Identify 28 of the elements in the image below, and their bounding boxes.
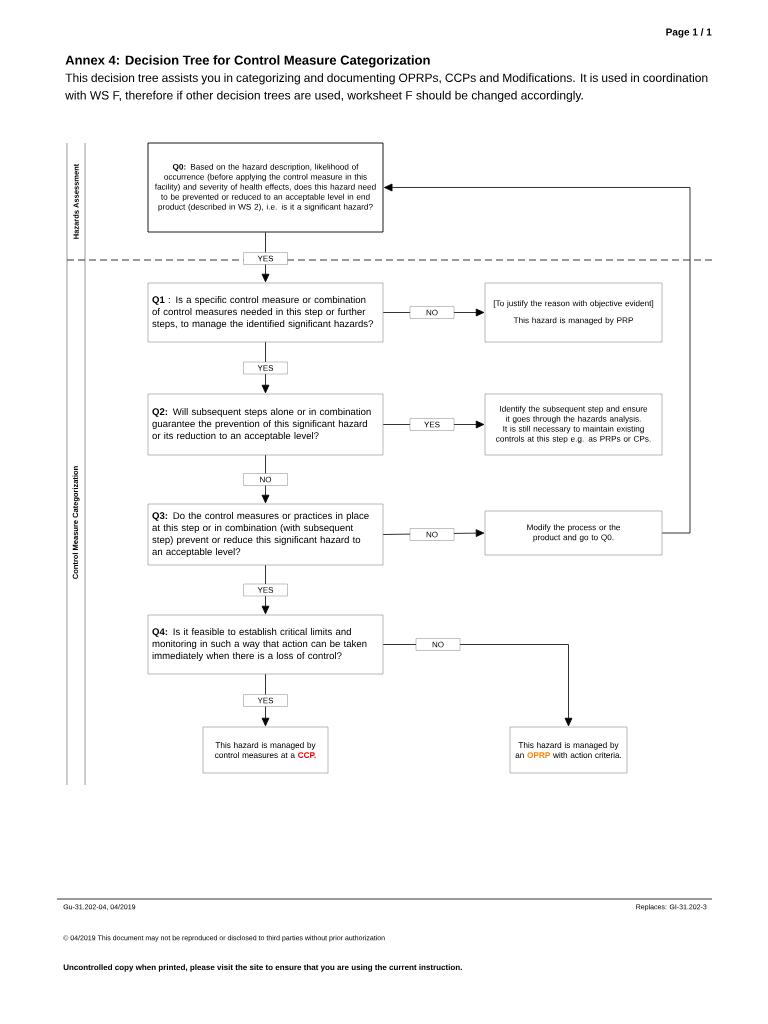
arrow — [261, 673, 270, 727]
edge-label: YES — [243, 252, 288, 265]
page-number: Page 1 / 1 — [666, 28, 712, 38]
outcome-box: Modify the process or the product and go to Q0. — [484, 510, 663, 556]
question-box: Q3: Do the control measures or practices in place at this step or in combination (with subsequent step) prevent or reduce this significant hazard to an acceptable level? — [147, 503, 384, 566]
edge-label: NO — [409, 306, 455, 319]
result-box: This hazard is managed by an OPRP with action criteria. — [509, 726, 628, 774]
arrow — [261, 232, 270, 283]
edge-label: NO — [409, 528, 455, 541]
edge-label: YES — [409, 418, 455, 431]
question-box: Q1 : Is a specific control measure or combination of control measures needed in this step or further steps, to manage the identified significant hazards? — [147, 282, 384, 343]
question-box: Q0: Based on the hazard description, likelihood of occurrence (before applying the control measure in this facility) and severity of health effects, does this hazard need to be prevented or reduced to an acceptable level in end product (described in WS 2), i.e. is it a significant hazard? — [147, 142, 384, 233]
arrow — [261, 341, 270, 394]
arrow — [261, 564, 270, 615]
question-box: Q4: Is it feasible to establish critical limits and monitoring in such a way that action can be taken immediately when there is a loss of control? — [147, 614, 384, 675]
title: Annex 4: Decision Tree for Control Measure Categorization — [65, 55, 430, 68]
description: This decision tree assists you in categorizing and documenting OPRPs, CCPs and Modifications. It is used in coordination with WS F, therefore if other decision trees are used, worksheet F should be changed accordingly. — [65, 73, 708, 102]
edge-label: NO — [243, 473, 288, 486]
edge-label: YES — [243, 361, 288, 375]
arrow — [384, 183, 691, 534]
edge-label: YES — [243, 694, 288, 707]
result-box: This hazard is managed by control measures at a CCP. — [202, 726, 329, 774]
edge-label: YES — [243, 583, 288, 597]
outcome-box: Identify the subsequent step and ensure it goes through the hazards analysis. It is still necessary to maintain existing controls at this step e.g. as PRPs or CPs. — [484, 393, 663, 456]
question-box: Q2: Will subsequent steps alone or in combination guarantee the prevention of this significant hazard or its reduction to an acceptable level? — [147, 393, 384, 456]
outcome-box: [To justify the reason with objective evident] This hazard is managed by PRP — [484, 282, 663, 343]
edge-label: NO — [415, 638, 461, 651]
disclaimer: Uncontrolled copy when printed, please visit the site to ensure that you are using the current instruction. — [63, 964, 462, 972]
